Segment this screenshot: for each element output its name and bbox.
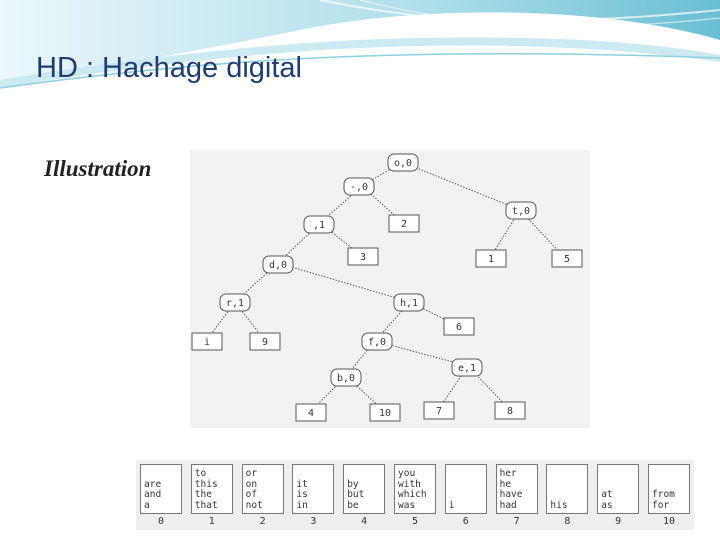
tree-node: b,0: [337, 373, 355, 384]
bucket-word: a: [144, 499, 150, 511]
bucket-word: are: [144, 478, 162, 490]
tree-node: o,0: [394, 158, 412, 169]
tree-leaf: 7: [436, 406, 442, 417]
tree-svg: o,0 -,0 t,0 ,1 2 d,0 3 1 5 r,1 h,1 6 i 9…: [191, 153, 583, 422]
bucket-index: 0: [157, 516, 165, 527]
tree-node: d,0: [269, 260, 287, 271]
bucket-word: from: [652, 489, 675, 500]
bucket-index: 3: [310, 516, 317, 527]
bucket-word: the: [194, 489, 212, 500]
tree-leaf: i: [204, 337, 210, 348]
tree-leaf: 3: [360, 252, 366, 263]
tree-leaf: 4: [308, 408, 314, 419]
bucket-word: was: [398, 499, 416, 511]
bucket-index: 2: [259, 516, 266, 527]
bucket-word: is: [296, 489, 308, 500]
bucket-word: her: [499, 468, 517, 479]
tree-node: t,0: [512, 206, 530, 217]
bucket-index: 10: [662, 516, 676, 527]
tree-node: e,1: [458, 363, 476, 374]
bucket-index: 1: [208, 516, 215, 527]
bucket-word: you: [398, 468, 416, 479]
tree-node: r,1: [226, 298, 244, 309]
bucket-word: this: [194, 478, 218, 490]
tree-leaf: 6: [456, 322, 462, 333]
bucket-word: be: [347, 499, 359, 511]
tree-leaf: 5: [564, 254, 570, 265]
bucket-index: 9: [615, 516, 622, 527]
bucket-word: of: [245, 489, 258, 500]
bucket-word: it: [296, 478, 308, 490]
tree-leaf: 2: [401, 219, 407, 230]
bucket-word: he: [499, 478, 512, 490]
bucket-cell: his: [546, 464, 589, 514]
bucket-index: 8: [564, 516, 571, 527]
bucket-index: 5: [411, 516, 419, 527]
bucket-word: or: [245, 468, 258, 479]
tree-node: f,0: [368, 337, 386, 348]
bucket-word: not: [245, 499, 263, 511]
tree-leaf: 10: [379, 408, 391, 419]
bucket-cell: i: [444, 464, 487, 514]
tree-node: -,0: [350, 182, 368, 193]
bucket-word: had: [499, 499, 517, 511]
bucket-word: that: [194, 499, 218, 511]
bucket-word: in: [296, 499, 308, 511]
slide-title: HD : Hachage digital: [36, 52, 302, 84]
bucket-word: at: [601, 489, 613, 500]
tree-leaf: 1: [488, 254, 494, 265]
header-banner: [0, 0, 720, 89]
bucket-word: by: [347, 478, 359, 490]
slide-subtitle: Illustration: [44, 156, 152, 181]
tree-leaf: 9: [262, 337, 268, 348]
bucket-word: and: [144, 489, 162, 500]
bucket-word: which: [398, 489, 427, 500]
bucket-word: have: [499, 489, 523, 500]
bucket-index: 7: [513, 516, 520, 527]
bucket-word: for: [652, 499, 670, 511]
tree-node: h,1: [400, 298, 418, 309]
bucket-index: 4: [361, 516, 368, 527]
bucket-word: as: [601, 499, 613, 511]
bucket-word: i: [448, 499, 455, 511]
tree-node: ,1: [313, 220, 325, 231]
bucket-word: with: [398, 478, 421, 490]
bucket-word: to: [194, 468, 207, 479]
digital-tree-diagram: o,0 -,0 t,0 ,1 2 d,0 3 1 5 r,1 h,1 6 i 9…: [190, 150, 590, 428]
tree-leaf: 8: [507, 406, 513, 417]
bucket-word: his: [550, 499, 568, 511]
bucket-word: on: [245, 478, 258, 490]
bucket-word: but: [347, 489, 365, 500]
bucket-index: 6: [462, 516, 469, 527]
